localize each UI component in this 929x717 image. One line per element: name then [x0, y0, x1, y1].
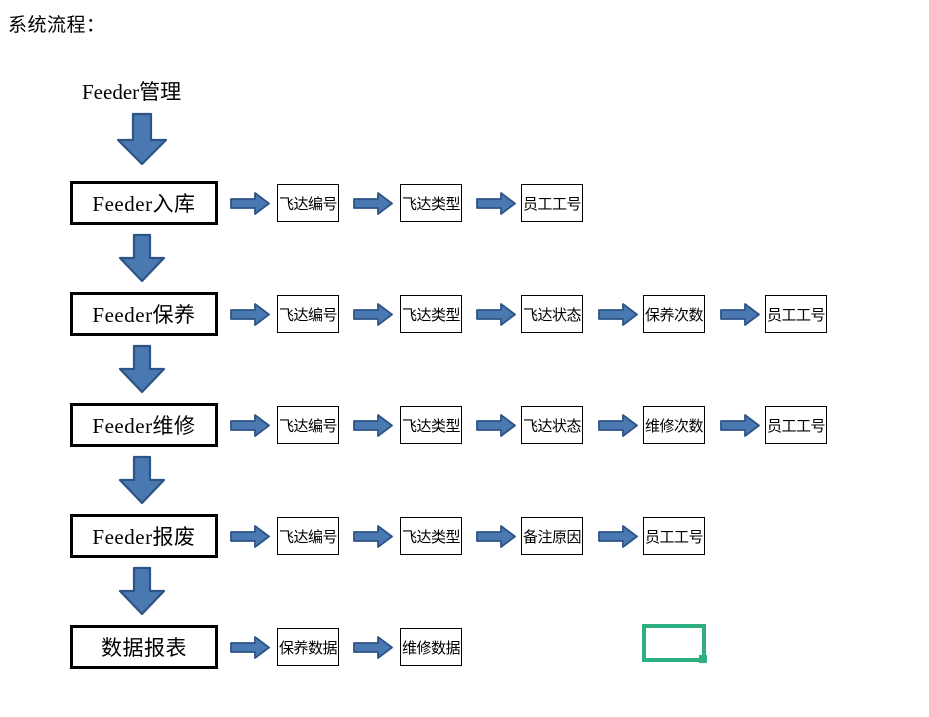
process-box-feeder-scrap[interactable]: Feeder报废: [70, 514, 218, 558]
arrow-right-icon: [597, 524, 639, 549]
arrow-down-icon: [118, 455, 166, 505]
attribute-box[interactable]: 飞达编号: [277, 295, 339, 333]
attribute-box[interactable]: 员工工号: [765, 295, 827, 333]
attribute-box[interactable]: 飞达状态: [521, 295, 583, 333]
arrow-down-icon: [118, 344, 166, 394]
attribute-box[interactable]: 维修次数: [643, 406, 705, 444]
attribute-box[interactable]: 保养次数: [643, 295, 705, 333]
attribute-box[interactable]: 飞达类型: [400, 517, 462, 555]
arrow-right-icon: [352, 413, 394, 438]
attribute-box[interactable]: 员工工号: [521, 184, 583, 222]
arrow-right-icon: [229, 302, 271, 327]
arrow-down-icon: [118, 566, 166, 616]
arrow-right-icon: [475, 191, 517, 216]
page-title: 系统流程：: [8, 15, 106, 36]
attribute-box[interactable]: 员工工号: [643, 517, 705, 555]
process-box-data-report[interactable]: 数据报表: [70, 625, 218, 669]
arrow-right-icon: [475, 302, 517, 327]
arrow-right-icon: [475, 524, 517, 549]
arrow-right-icon: [597, 413, 639, 438]
arrow-right-icon: [597, 302, 639, 327]
arrow-right-icon: [229, 524, 271, 549]
arrow-right-icon: [352, 302, 394, 327]
attribute-box[interactable]: 飞达类型: [400, 406, 462, 444]
attribute-box[interactable]: 飞达类型: [400, 184, 462, 222]
attribute-box[interactable]: 飞达编号: [277, 517, 339, 555]
arrow-right-icon: [229, 413, 271, 438]
arrow-right-icon: [719, 413, 761, 438]
resize-handle-icon[interactable]: [699, 655, 707, 663]
arrow-right-icon: [475, 413, 517, 438]
attribute-box[interactable]: 保养数据: [277, 628, 339, 666]
arrow-right-icon: [352, 191, 394, 216]
empty-selected-shape[interactable]: [642, 624, 706, 662]
arrow-right-icon: [229, 191, 271, 216]
process-box-feeder-repair[interactable]: Feeder维修: [70, 403, 218, 447]
process-box-feeder-inbound[interactable]: Feeder入库: [70, 181, 218, 225]
attribute-box[interactable]: 飞达类型: [400, 295, 462, 333]
arrow-down-icon: [116, 112, 168, 166]
arrow-right-icon: [352, 524, 394, 549]
process-box-feeder-maintenance[interactable]: Feeder保养: [70, 292, 218, 336]
attribute-box[interactable]: 员工工号: [765, 406, 827, 444]
attribute-box[interactable]: 维修数据: [400, 628, 462, 666]
flow-root-label: Feeder管理: [82, 80, 182, 104]
attribute-box[interactable]: 备注原因: [521, 517, 583, 555]
attribute-box[interactable]: 飞达编号: [277, 406, 339, 444]
arrow-right-icon: [229, 635, 271, 660]
arrow-right-icon: [719, 302, 761, 327]
arrow-down-icon: [118, 233, 166, 283]
attribute-box[interactable]: 飞达状态: [521, 406, 583, 444]
arrow-right-icon: [352, 635, 394, 660]
attribute-box[interactable]: 飞达编号: [277, 184, 339, 222]
